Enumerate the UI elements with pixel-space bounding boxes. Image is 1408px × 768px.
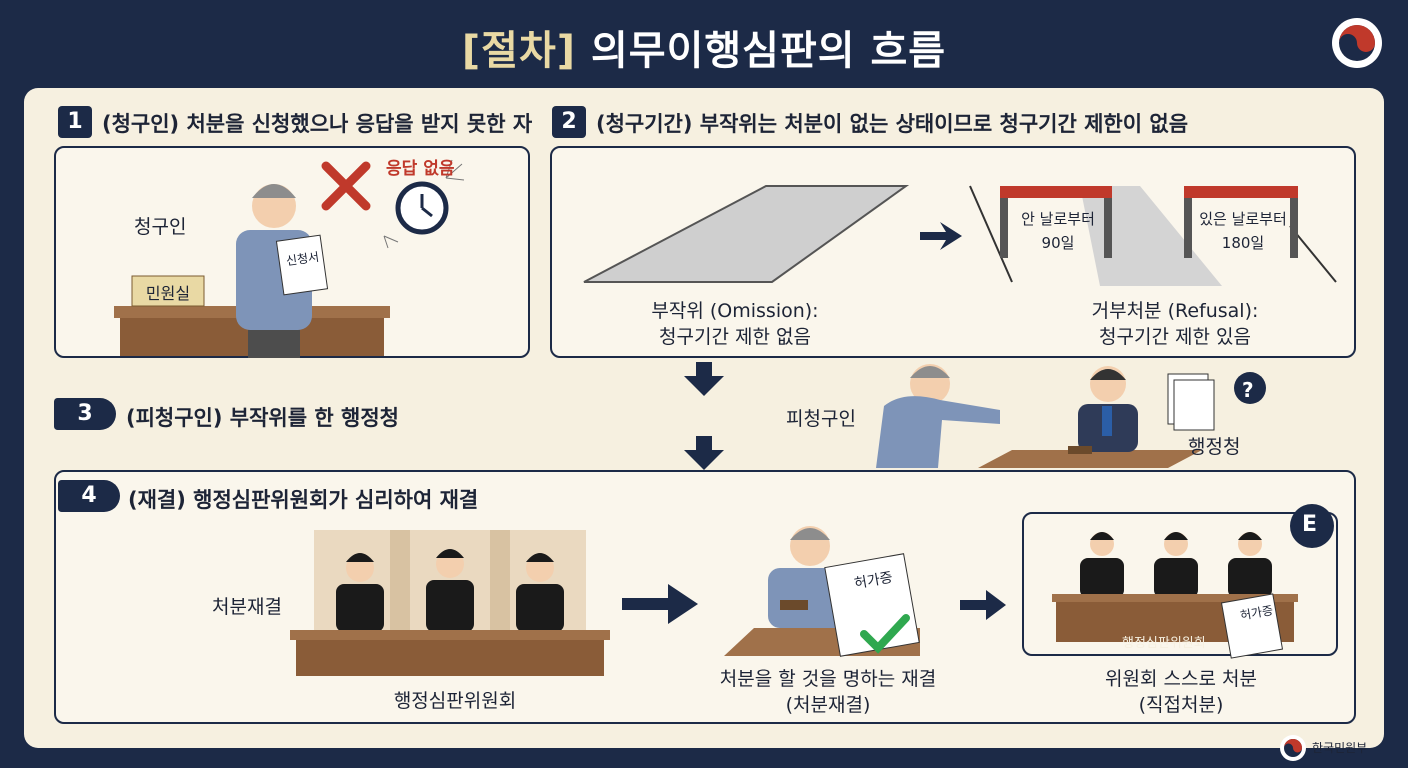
government-logo-icon xyxy=(1332,18,1382,68)
step2-number-badge: 2 xyxy=(552,106,586,138)
direct-line2: (직접처분) xyxy=(1138,694,1224,716)
ruling-order-line1: 처분을 할 것을 명하는 재결 xyxy=(719,668,937,690)
step3-heading: (피청구인) 부작위를 한 행정청 xyxy=(126,406,399,430)
ministry-logo-icon xyxy=(1280,735,1306,761)
ruling-order-line2: (처분재결) xyxy=(785,694,871,716)
title-bracket: [절차] xyxy=(461,28,577,74)
title-main: 의무이행심판의 흐름 xyxy=(590,28,947,74)
page-title: [절차] 의무이행심판의 흐름 xyxy=(0,18,1408,76)
step4-number-badge: 4 xyxy=(58,480,120,512)
ruling-order-illustration xyxy=(724,526,920,657)
down-arrow-icon xyxy=(684,362,724,396)
right-arrow-icon xyxy=(960,590,1006,620)
omission-line2: 청구기간 제한 없음 xyxy=(659,326,811,348)
step1-heading: (청구인) 처분을 신청했으나 응답을 받지 못한 자 xyxy=(102,112,533,136)
claimant-illustration xyxy=(114,159,465,358)
ruling-label: 처분재결 xyxy=(212,596,282,618)
step2-heading: (청구기간) 부작위는 처분이 없는 상태이므로 청구기간 제한이 없음 xyxy=(596,112,1189,136)
desk-sign-label: 민원실 xyxy=(145,284,191,303)
step1-number-badge: 1 xyxy=(58,106,92,138)
direct-desk-label: 행정심판위원회 xyxy=(1122,636,1206,651)
committee-judges-illustration xyxy=(290,530,610,676)
gate1-line2: 90일 xyxy=(1041,234,1075,252)
respondent-illustration xyxy=(876,364,1266,468)
question-mark-icon: ? xyxy=(1242,378,1254,402)
agency-label: 행정청 xyxy=(1188,436,1241,458)
direct-disposition-illustration xyxy=(1052,504,1334,659)
step3-number-badge: 3 xyxy=(54,398,116,430)
ministry-name: 한국민원부 xyxy=(1312,741,1368,755)
omission-line1: 부작위 (Omission): xyxy=(651,300,819,322)
checkmark-icon xyxy=(880,636,881,637)
gate2-line1: 있은 날로부터 xyxy=(1199,210,1287,228)
red-x-icon xyxy=(326,166,327,167)
refusal-line1: 거부처분 (Refusal): xyxy=(1091,300,1259,322)
gate2-line2: 180일 xyxy=(1221,234,1265,252)
direct-line1: 위원회 스스로 처분 xyxy=(1105,668,1257,690)
committee-label: 행정심판위원회 xyxy=(393,690,517,712)
no-response-label: 응답 없음 xyxy=(386,159,455,179)
right-arrow-icon xyxy=(622,584,698,624)
claimant-label: 청구인 xyxy=(134,216,187,238)
clock-icon xyxy=(398,186,399,187)
respondent-label: 피청구인 xyxy=(786,408,856,430)
step4-heading: (재결) 행정심판위원회가 심리하여 재결 xyxy=(128,488,479,512)
down-arrow-icon xyxy=(684,436,724,470)
road-gate-illustration xyxy=(583,185,1337,286)
refusal-line2: 청구기간 제한 있음 xyxy=(1099,326,1251,348)
gate1-line1: 안 날로부터 xyxy=(1021,210,1095,228)
right-arrow-icon xyxy=(920,224,921,225)
e-badge-icon: E xyxy=(1302,512,1318,537)
